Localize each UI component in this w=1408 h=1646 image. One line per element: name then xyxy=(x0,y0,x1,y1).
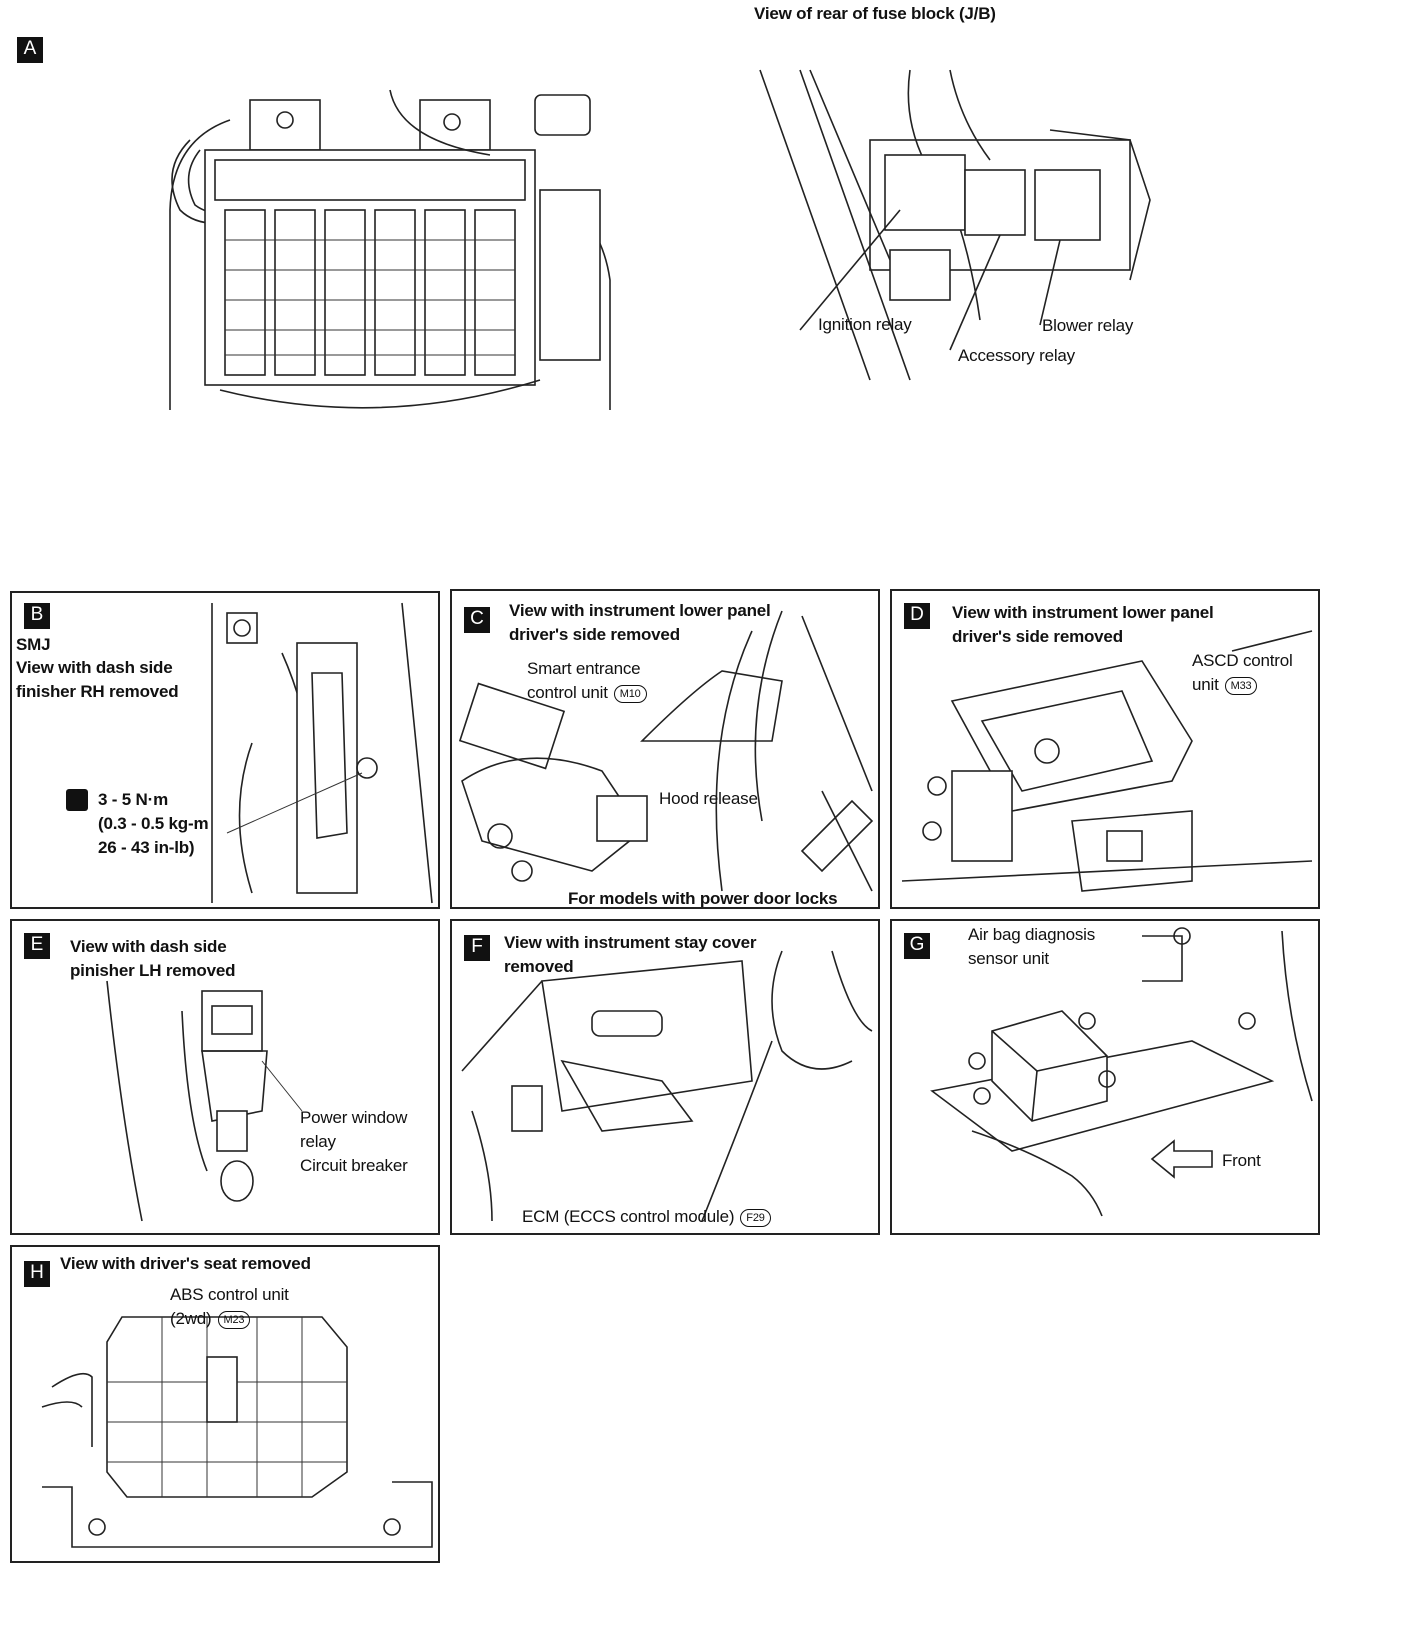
panel-b-line1: SMJ xyxy=(16,635,51,654)
panel-h-letter: H xyxy=(24,1261,50,1287)
panel-d-letter: D xyxy=(904,603,930,629)
panel-c-line2: driver's side removed xyxy=(509,625,680,644)
panel-f-line2: removed xyxy=(504,957,574,976)
fuse-grid xyxy=(224,209,516,376)
ascd-unit-line: unit M33 xyxy=(1192,673,1258,697)
smj-drawing xyxy=(211,602,433,904)
ecm-drawing xyxy=(461,950,873,1222)
ascd-unit-label: unit xyxy=(1192,675,1219,694)
power-door-locks-note: For models with power door locks xyxy=(568,889,838,908)
airbag-diagnosis-label: Air bag diagnosis xyxy=(968,925,1096,944)
accessory-relay-label: Accessory relay xyxy=(958,346,1075,365)
panel-e-letter: E xyxy=(24,933,50,959)
power-window-drawing xyxy=(106,980,303,1222)
torque-inlb: 26 - 43 in-lb) xyxy=(98,838,195,857)
ignition-relay-label: Ignition relay xyxy=(818,315,912,334)
blower-relay-label: Blower relay xyxy=(1042,316,1134,335)
panel-f-line1: View with instrument stay cover xyxy=(504,933,757,952)
abs-2wd-label: (2wd) xyxy=(170,1309,212,1328)
abs-control-label: ABS control unit xyxy=(170,1285,289,1304)
smart-entrance-drawing xyxy=(458,610,874,892)
torque-nm: 3 - 5 N·m xyxy=(98,790,168,809)
sensor-unit-label: sensor unit xyxy=(968,949,1049,968)
panel-f: F View with instrument stay cover remove… xyxy=(450,919,880,1235)
panel-d-line2: driver's side removed xyxy=(952,627,1123,646)
panel-h-line1: View with driver's seat removed xyxy=(60,1254,311,1273)
panel-c-line1: View with instrument lower panel xyxy=(509,601,771,620)
panel-d: D View with instrument lower panel drive… xyxy=(890,589,1320,909)
abs-unit-drawing xyxy=(41,1316,433,1548)
hood-release-label: Hood release xyxy=(659,789,758,808)
panel-g: G Air bag diagnosis sensor unit Front xyxy=(890,919,1320,1235)
ascd-control-label: ASCD control xyxy=(1192,651,1293,670)
panel-b-line3: finisher RH removed xyxy=(16,682,179,701)
panel-c: C View with instrument lower panel drive… xyxy=(450,589,880,909)
relay-label: relay xyxy=(300,1132,336,1151)
panel-a-title: View of rear of fuse block (J/B) xyxy=(754,4,996,23)
connector-m23: M23 xyxy=(217,1310,251,1329)
ascd-drawing xyxy=(901,630,1313,892)
panel-g-letter: G xyxy=(904,933,930,959)
airbag-sensor-drawing xyxy=(930,927,1313,1217)
panel-b-line2: View with dash side xyxy=(16,658,173,677)
front-label: Front xyxy=(1222,1151,1261,1170)
front-arrow xyxy=(1150,1139,1213,1179)
panel-h: H View with driver's seat removed ABS co… xyxy=(10,1245,440,1563)
relay-drawing xyxy=(759,69,1151,381)
panel-e-line1: View with dash side xyxy=(70,937,227,956)
circuit-breaker-label: Circuit breaker xyxy=(300,1156,408,1175)
panel-b-letter: B xyxy=(24,603,50,629)
ecm-label: ECM (ECCS control module) xyxy=(522,1207,735,1226)
control-unit-label: control unit xyxy=(527,683,608,702)
panel-c-letter: C xyxy=(464,607,490,633)
connector-m33: M33 xyxy=(1224,676,1258,695)
abs-2wd-line: (2wd) M23 xyxy=(170,1307,251,1331)
panel-b: B SMJ View with dash side finisher RH re… xyxy=(10,591,440,909)
fuse-block-drawing xyxy=(169,89,611,410)
smart-entrance-label: Smart entrance xyxy=(527,659,641,678)
panel-e: E View with dash side pinisher LH remove… xyxy=(10,919,440,1235)
panel-a-letter: A xyxy=(17,37,43,63)
panel-d-line1: View with instrument lower panel xyxy=(952,603,1214,622)
connector-f29: F29 xyxy=(740,1208,771,1227)
control-unit-line: control unit M10 xyxy=(527,681,647,705)
connector-m10: M10 xyxy=(613,684,647,703)
ecm-line: ECM (ECCS control module) F29 xyxy=(522,1205,771,1229)
panel-f-letter: F xyxy=(464,935,490,961)
power-window-label: Power window xyxy=(300,1108,408,1127)
torque-kgm: (0.3 - 0.5 kg-m xyxy=(98,814,209,833)
panel-e-line2: pinisher LH removed xyxy=(70,961,236,980)
torque-icon xyxy=(66,789,88,811)
